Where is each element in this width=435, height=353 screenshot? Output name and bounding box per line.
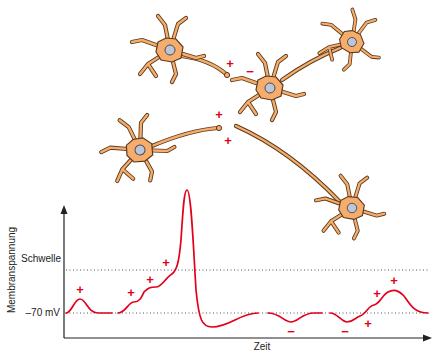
axon	[152, 128, 218, 146]
resting-potential-label: –70 mV	[26, 308, 60, 318]
plus-sign: +	[226, 57, 234, 70]
plus-sign: +	[373, 287, 381, 300]
axis-arrow	[423, 335, 432, 342]
axes	[64, 212, 426, 338]
axis-title: Membranspannung	[7, 227, 17, 313]
axis-title: Zeit	[254, 342, 271, 352]
threshold-line	[66, 270, 430, 271]
dendrite	[236, 126, 340, 202]
potential-curve	[66, 190, 428, 327]
plus-sign: +	[364, 317, 372, 330]
threshold-label: Schwelle	[21, 254, 61, 264]
neuron	[316, 176, 384, 239]
neuron	[310, 2, 391, 80]
minus-sign: −	[341, 325, 349, 338]
plus-sign: +	[146, 273, 154, 286]
axons	[152, 48, 340, 202]
minus-sign: −	[246, 65, 254, 78]
axis-arrow	[61, 205, 68, 214]
plus-sign: +	[127, 286, 135, 299]
plus-sign: +	[224, 134, 232, 147]
neuron	[94, 108, 181, 190]
neuron	[232, 54, 304, 120]
axon	[182, 56, 226, 74]
plus-sign: +	[162, 256, 170, 269]
neuron	[132, 16, 204, 82]
plus-sign: +	[390, 274, 398, 287]
minus-sign: −	[287, 325, 295, 338]
plus-sign: +	[215, 108, 223, 121]
plus-sign: +	[76, 283, 84, 296]
